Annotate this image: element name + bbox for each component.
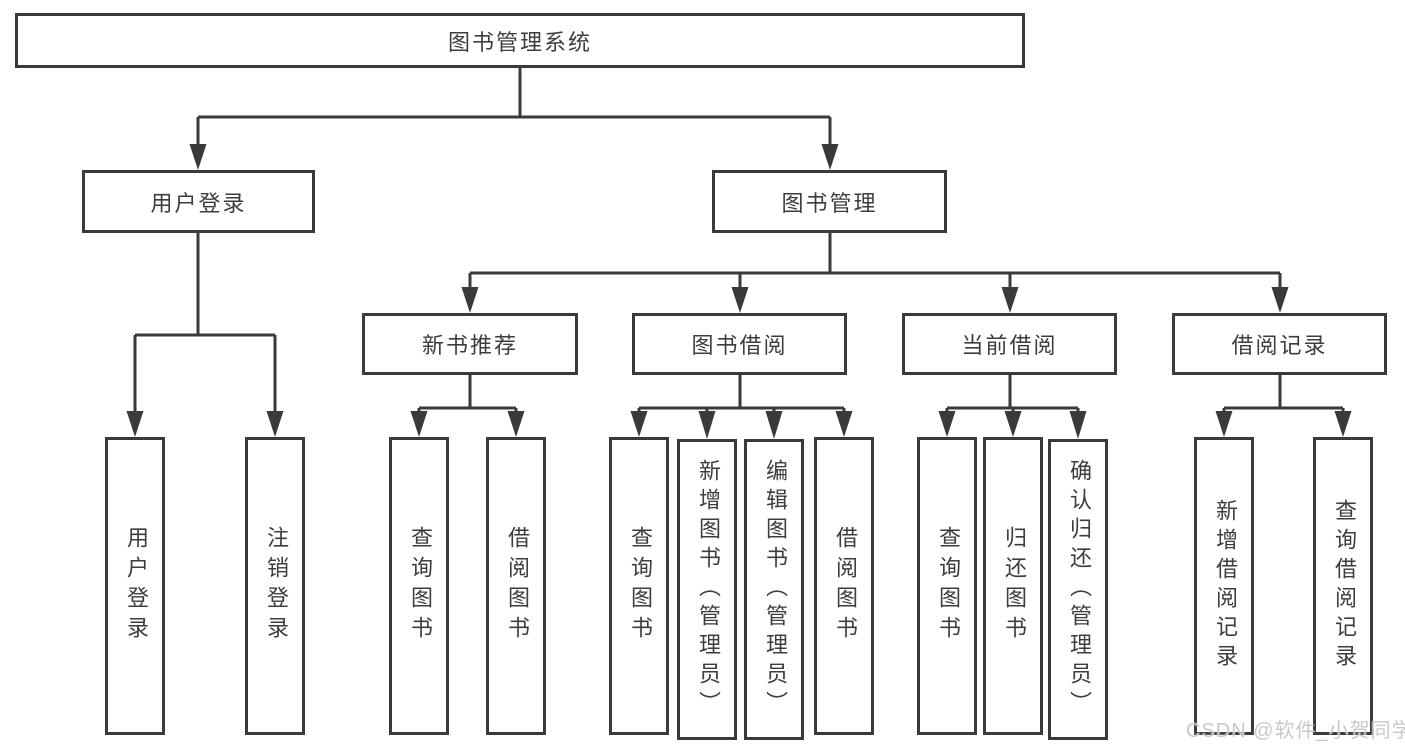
node-root-library-management-system: 图书管理系统 xyxy=(15,13,1025,68)
leaf-query-books-borrowing: 查询图书 xyxy=(609,437,669,735)
leaf-query-borrow-record: 查询借阅记录 xyxy=(1313,437,1373,735)
leaf-edit-books-admin: 编辑图书（管理员） xyxy=(744,439,804,740)
node-book-borrowing: 图书借阅 xyxy=(632,313,847,375)
leaf-confirm-return-admin: 确认归还（管理员） xyxy=(1048,439,1108,740)
node-new-book-recommend: 新书推荐 xyxy=(362,313,578,375)
leaf-add-books-admin: 新增图书（管理员） xyxy=(677,439,737,740)
leaf-borrow-books-recommend: 借阅图书 xyxy=(486,437,546,735)
csdn-watermark: CSDN @软件_小贺同学 xyxy=(1186,720,1405,742)
leaf-query-books-recommend: 查询图书 xyxy=(389,437,449,735)
leaf-logout: 注销登录 xyxy=(245,437,305,735)
node-user-login: 用户登录 xyxy=(82,170,315,233)
leaf-return-books: 归还图书 xyxy=(983,437,1043,735)
leaf-query-books-current: 查询图书 xyxy=(917,437,977,735)
leaf-add-borrow-record: 新增借阅记录 xyxy=(1194,437,1254,735)
node-borrowing-records: 借阅记录 xyxy=(1172,313,1387,375)
node-current-borrowing: 当前借阅 xyxy=(902,313,1117,375)
leaf-user-login: 用户登录 xyxy=(105,437,165,735)
leaf-borrow-books-borrowing: 借阅图书 xyxy=(814,437,874,735)
node-book-management: 图书管理 xyxy=(712,170,947,233)
